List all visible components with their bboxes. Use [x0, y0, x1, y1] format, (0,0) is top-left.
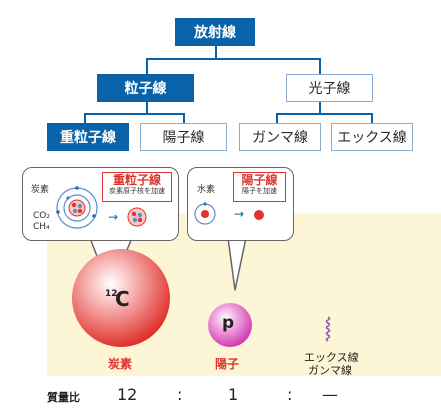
- mass-ratio-sep-2: :: [287, 385, 293, 404]
- mass-ratio-proton: 1: [228, 385, 239, 404]
- heavy-ion-tag-desc: 炭素原子核を加速: [109, 187, 165, 195]
- node-proton-beam: 陽子線: [140, 123, 227, 151]
- carbon-symbol: C: [115, 287, 130, 311]
- proton-large: [208, 303, 252, 347]
- connector-to-photon: [319, 58, 321, 74]
- node-x-ray: エックス線: [331, 123, 413, 151]
- connector-to-xray: [371, 113, 373, 123]
- node-photon-beam: 光子線: [286, 74, 373, 102]
- co2-label: CO₂: [33, 211, 50, 221]
- arrow-right-icon-2: →: [234, 207, 245, 221]
- proton-tag: 陽子線 陽子を加速: [233, 172, 286, 202]
- connector-particle-down: [146, 102, 148, 114]
- node-gamma-ray: ガンマ線: [239, 123, 321, 151]
- connector-particle-horizontal: [84, 113, 184, 115]
- node-heavy-ion-beam: 重粒子線: [47, 123, 129, 151]
- connector-to-proton: [183, 113, 185, 123]
- heavy-ion-tag-title: 重粒子線: [112, 173, 161, 187]
- proton-label: 陽子: [215, 357, 240, 371]
- connector-photon-down: [319, 102, 321, 114]
- arrow-right-icon: →: [108, 210, 119, 224]
- carbon-element-label: 炭素: [31, 185, 50, 195]
- connector-photon-horizontal: [276, 113, 372, 115]
- connector-to-heavy: [84, 113, 86, 123]
- connector-level1-horizontal: [146, 58, 320, 60]
- mass-ratio-carbon: 12: [117, 385, 138, 404]
- node-particle-beam: 粒子線: [97, 74, 194, 102]
- carbon-label: 炭素: [108, 357, 133, 371]
- mass-ratio-label: 質量比: [47, 391, 80, 404]
- proton-tag-title: 陽子線: [241, 173, 278, 187]
- proton-small-icon: [254, 210, 264, 220]
- gamma-wave-label: ガンマ線: [308, 364, 352, 377]
- carbon-atom-icon: [56, 186, 98, 229]
- proton-tag-desc: 陽子を加速: [242, 187, 277, 195]
- hydrogen-element-label: 水素: [197, 185, 216, 195]
- connector-to-gamma: [276, 113, 278, 123]
- carbon-nucleus-icon: [127, 207, 147, 227]
- wave-icon: [325, 316, 331, 342]
- heavy-ion-tag: 重粒子線 炭素原子核を加速: [102, 172, 172, 202]
- mass-ratio-sep-1: :: [177, 385, 183, 404]
- hydrogen-atom-icon: [194, 202, 216, 225]
- carbon-nucleus-large: [72, 249, 170, 347]
- carbon-mass-number: 12: [105, 289, 118, 299]
- ch4-label: CH₄: [33, 222, 50, 232]
- node-radiation: 放射線: [175, 18, 255, 46]
- connector-root-down: [215, 46, 217, 59]
- xray-wave-label: エックス線: [304, 351, 359, 364]
- mass-ratio-wave: —: [322, 385, 338, 404]
- connector-to-particle: [146, 58, 148, 74]
- proton-symbol: p: [222, 313, 235, 333]
